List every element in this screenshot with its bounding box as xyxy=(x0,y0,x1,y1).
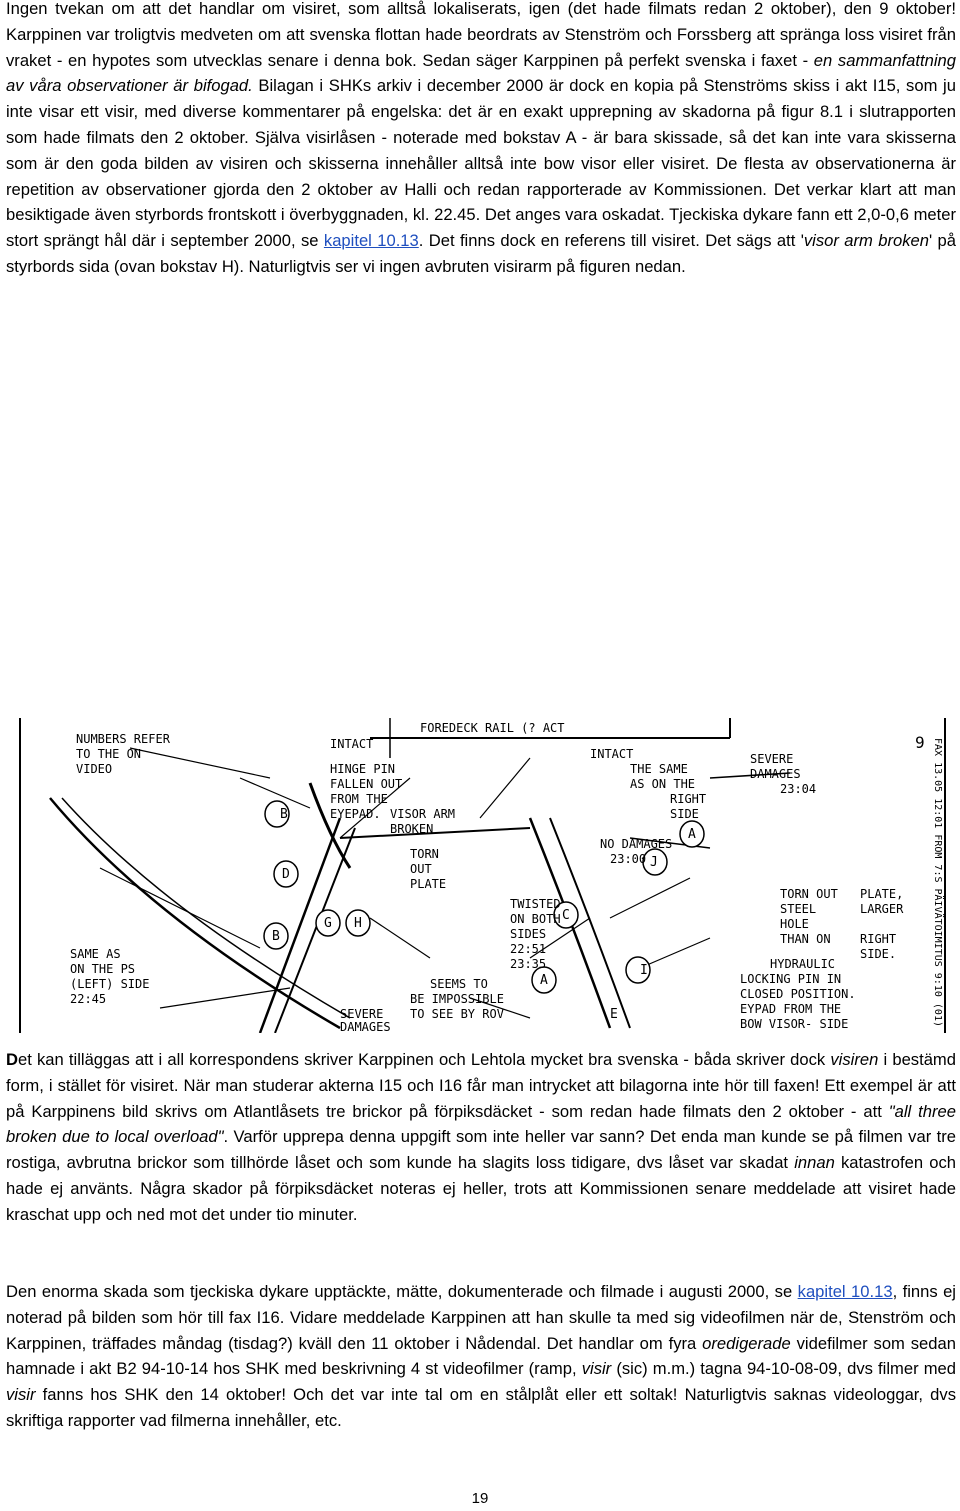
annotation: INTACT xyxy=(590,747,633,761)
body-paragraph-3: Den enorma skada som tjeckiska dykare up… xyxy=(6,1279,956,1434)
annotation: BROKEN xyxy=(390,822,433,836)
text-run: ' på styrbords sida (ovan bokstav H). Na… xyxy=(6,231,956,276)
text-run: (sic) m.m.) tagna 94-10-08-09, dvs filme… xyxy=(611,1359,956,1379)
italic-text: visor arm broken xyxy=(803,231,929,251)
annotation: FROM THE xyxy=(330,792,388,806)
chapter-link[interactable]: kapitel 10.13 xyxy=(797,1282,893,1301)
text-run: Den enorma skada som tjeckiska dykare up… xyxy=(6,1282,798,1301)
annotation: CLOSED POSITION. xyxy=(740,987,856,1001)
annotation: SIDE xyxy=(670,807,699,821)
annotation: ON BOTH xyxy=(510,912,561,926)
annotation: 22:45 xyxy=(70,992,106,1006)
annotation: HYDRAULIC xyxy=(770,957,835,971)
annotation: BE IMPOSSIBLE xyxy=(410,992,504,1006)
body-paragraph-2: Det kan tilläggas att i all korresponden… xyxy=(6,1047,956,1228)
annotation: AS ON THE xyxy=(630,777,695,791)
annotation: DAMAGES xyxy=(340,1020,391,1033)
annotation: EYPAD FROM THE xyxy=(740,1002,841,1016)
circle-label: B xyxy=(272,929,281,944)
italic-text: visir xyxy=(581,1359,612,1379)
annotation: SIDE. xyxy=(860,947,896,961)
text-run: . Det finns dock en referens till visire… xyxy=(418,231,804,251)
annotation: TO SEE BY ROV xyxy=(410,1007,504,1021)
annotation: DAMAGES xyxy=(750,767,801,781)
circle-label: C xyxy=(562,908,571,923)
annotation: LOCKING PIN IN xyxy=(740,972,841,986)
circle-label: A xyxy=(540,973,549,988)
annotation: (LEFT) SIDE xyxy=(70,977,149,991)
annotation: HOLE xyxy=(780,917,809,931)
circle-label: J xyxy=(650,855,659,870)
text-run: . Varför upprepa denna uppgift som inte … xyxy=(6,1127,956,1173)
annotation: SEEMS TO xyxy=(430,977,488,991)
annotation: SEVERE xyxy=(750,752,793,766)
circle-label: E xyxy=(610,1007,619,1022)
annotation: NUMBERS REFER xyxy=(76,732,171,746)
text-run: katastrofen och hade ej använts. Några s… xyxy=(6,1153,956,1224)
annotation: TORN xyxy=(410,847,439,861)
italic-text: visir xyxy=(6,1385,36,1405)
chapter-link[interactable]: kapitel 10.13 xyxy=(323,231,419,251)
annotation: SEVERE xyxy=(340,1007,383,1021)
fax-header-text: FAX 13.05 12:01 FROM 7:S PÄIVÄTOIMITUS 9… xyxy=(932,738,945,1033)
annotation: NO DAMAGES xyxy=(600,837,672,851)
circle-label: I xyxy=(640,963,649,978)
annotation: FOREDECK RAIL (? ACT xyxy=(420,721,565,735)
text-run: fanns hos SHK den 14 oktober! Och det va… xyxy=(6,1385,956,1430)
annotation: PLATE xyxy=(410,877,446,891)
text-run: , finns ej noterad på bilden som hör til… xyxy=(6,1282,956,1353)
annotation: THE SAME xyxy=(630,762,688,776)
drop-initial: D xyxy=(6,1050,18,1069)
annotation: 23:35 xyxy=(510,957,546,971)
annotation: BOW VISOR- SIDE xyxy=(740,1017,848,1031)
annotation: FALLEN OUT xyxy=(330,777,402,791)
circle-label: G xyxy=(324,916,333,931)
annotation: HINGE PIN xyxy=(330,762,395,776)
annotation: TO THE ON xyxy=(76,747,141,761)
annotation: TORN OUT xyxy=(780,887,838,901)
annotation: INTACT xyxy=(330,737,373,751)
annotation: RIGHT xyxy=(670,792,706,806)
annotation: ON THE PS xyxy=(70,962,135,976)
annotation: VIDEO xyxy=(76,762,112,776)
italic-text: en sammanfattning av våra observationer … xyxy=(6,50,956,96)
italic-text: innan xyxy=(794,1153,835,1173)
text-run: videfilmer som sedan hamnade i akt B2 94… xyxy=(6,1333,956,1379)
annotation: THAN ON xyxy=(780,932,831,946)
circle-label: A xyxy=(688,827,697,842)
text-run: Bilagan i SHKs arkiv i december 2000 är … xyxy=(6,76,956,251)
circle-label: H xyxy=(354,916,363,931)
fax-sketch-figure: B D G H B C I J A A E FOREDECK RAIL (? A… xyxy=(10,718,954,1033)
page-number: 19 xyxy=(471,1490,489,1507)
text-run: Ingen tvekan om att det handlar om visir… xyxy=(6,0,956,70)
annotation: 22:51 xyxy=(510,942,546,956)
annotation: STEEL xyxy=(780,902,816,916)
circle-label: B xyxy=(280,807,289,822)
intro-paragraph: Ingen tvekan om att det handlar om visir… xyxy=(6,0,956,280)
annotation: LARGER xyxy=(860,902,904,916)
annotation: VISOR ARM xyxy=(390,807,455,821)
annotation: EYEPAD. xyxy=(330,807,381,821)
annotation: 23:04 xyxy=(780,782,816,796)
circle-label: D xyxy=(282,867,291,882)
annotation: SAME AS xyxy=(70,947,121,961)
annotation: SIDES xyxy=(510,927,546,941)
italic-text: "all three broken due to local overload" xyxy=(6,1101,956,1147)
italic-text: oredigerade xyxy=(702,1333,791,1353)
annotation: RIGHT xyxy=(860,932,896,946)
annotation: OUT xyxy=(410,862,432,876)
annotation: 23:00 xyxy=(610,852,646,866)
italic-text: visiren xyxy=(830,1050,879,1069)
annotation: TWISTED xyxy=(510,897,561,911)
text-run: et kan tilläggas att i all korrespondens… xyxy=(17,1050,831,1069)
sketch-drawing: B D G H B C I J A A E FOREDECK RAIL (? A… xyxy=(10,718,954,1033)
corner-number: 9 xyxy=(915,733,926,752)
annotation: PLATE, xyxy=(860,887,903,901)
text-run: i bestämd form, i stället för visiret. N… xyxy=(6,1050,956,1121)
